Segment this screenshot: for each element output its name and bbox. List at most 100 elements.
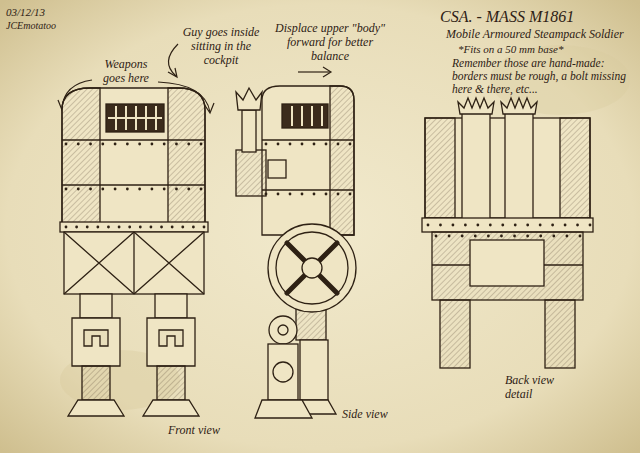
front-view-mech	[60, 88, 208, 416]
rivet-dot	[349, 143, 352, 146]
front-view-mech	[68, 400, 124, 416]
view-label: Front view	[168, 424, 248, 438]
rivet-dot	[65, 226, 68, 229]
side-view-mech	[291, 106, 293, 126]
sheet-title: CSA. - MASS M1861	[440, 8, 574, 26]
rivet-dot	[427, 224, 430, 227]
rivet-dot	[187, 143, 190, 146]
rivet-dots	[65, 143, 592, 238]
rivet-dot	[150, 226, 153, 229]
side-view-mech	[236, 150, 266, 196]
back-view-mech	[458, 98, 494, 114]
rivet-dot	[526, 224, 529, 227]
rivet-dot	[439, 224, 442, 227]
side-view-mech	[301, 106, 303, 126]
rivet-dot	[138, 188, 141, 191]
rivet-dot	[566, 235, 569, 238]
front-view-mech	[133, 232, 134, 294]
side-view-mech	[255, 400, 312, 418]
back-view-mech	[545, 300, 575, 368]
side-view-mech	[268, 224, 356, 312]
rivet-dot	[139, 226, 142, 229]
rivet-dot	[589, 224, 592, 227]
rivet-dot	[203, 226, 206, 229]
notes-arrows	[168, 44, 178, 76]
back-view-mech	[432, 232, 583, 300]
rivet-dot	[452, 224, 455, 227]
rivet-dot	[181, 226, 184, 229]
balance-note: Displace upper "body" forward for better…	[270, 22, 390, 63]
rivet-dot	[474, 235, 477, 238]
rivet-dot	[476, 224, 479, 227]
subtitle: Mobile Armoured Steampack Soldier	[446, 28, 636, 42]
rivet-dot	[86, 226, 89, 229]
rivet-dot	[265, 143, 268, 146]
rivet-dot	[539, 224, 542, 227]
back-view-mech	[470, 240, 544, 286]
side-view-mech	[276, 232, 348, 304]
rivet-dot	[65, 143, 68, 146]
side-view-mech	[236, 88, 262, 110]
rivet-dot	[526, 235, 529, 238]
front-view-mech	[155, 294, 187, 318]
front-view-mech	[106, 104, 164, 132]
front-view-mech	[62, 88, 205, 225]
view-label: Side view	[342, 408, 412, 422]
front-view-mech	[62, 139, 205, 140]
rivet-dot	[564, 224, 567, 227]
front-view-mech	[62, 88, 100, 225]
back-view-mech	[422, 218, 593, 232]
rivet-dot	[313, 143, 316, 146]
notes-arrows	[168, 68, 177, 77]
rivet-dot	[89, 143, 92, 146]
front-view-mech	[108, 106, 162, 130]
rivet-dot	[448, 235, 451, 238]
rivet-dot	[163, 143, 166, 146]
rivet-dot	[289, 193, 292, 196]
rivet-dot	[325, 193, 328, 196]
rivet-dot	[175, 143, 178, 146]
rivet-dot	[200, 188, 203, 191]
notes-arrows	[298, 71, 330, 72]
rivet-dot	[89, 188, 92, 191]
back-view-mech	[560, 118, 590, 218]
notes-arrows	[323, 67, 331, 77]
front-view-mech	[143, 400, 199, 416]
rivet-dot	[114, 143, 117, 146]
rivet-dot	[107, 226, 110, 229]
rivet-dot	[128, 226, 131, 229]
rivet-dot	[96, 226, 99, 229]
front-view-mech	[80, 294, 112, 318]
side-view-mech	[330, 86, 354, 235]
rivet-dot	[539, 235, 542, 238]
rivet-dot	[101, 143, 104, 146]
rivet-dot	[501, 224, 504, 227]
side-view-mech	[278, 325, 288, 335]
cockpit-note: Guy goes inside sitting in the cockpit	[176, 26, 266, 67]
side-view-mech	[262, 86, 354, 235]
rivet-dot	[349, 193, 352, 196]
front-view-mech	[168, 88, 205, 225]
rivet-dot	[265, 193, 268, 196]
side-view-mech	[262, 189, 354, 190]
rivet-dot	[514, 224, 517, 227]
back-view-mech	[544, 264, 583, 265]
side-view-mech	[302, 258, 322, 278]
rivet-dot	[552, 235, 555, 238]
rivet-dot	[101, 188, 104, 191]
rivet-dot	[489, 224, 492, 227]
rivet-dot	[77, 188, 80, 191]
rivet-dot	[151, 188, 154, 191]
rivet-dot	[551, 224, 554, 227]
front-view-mech	[157, 366, 185, 400]
front-view-mech	[108, 117, 162, 119]
rivet-dot	[171, 226, 174, 229]
back-view-mech	[432, 264, 470, 265]
side-view-mech	[292, 106, 322, 126]
back-view-mech	[462, 112, 490, 220]
rivet-dot	[126, 143, 129, 146]
rivet-dot	[277, 143, 280, 146]
side-view-mech	[321, 106, 323, 126]
